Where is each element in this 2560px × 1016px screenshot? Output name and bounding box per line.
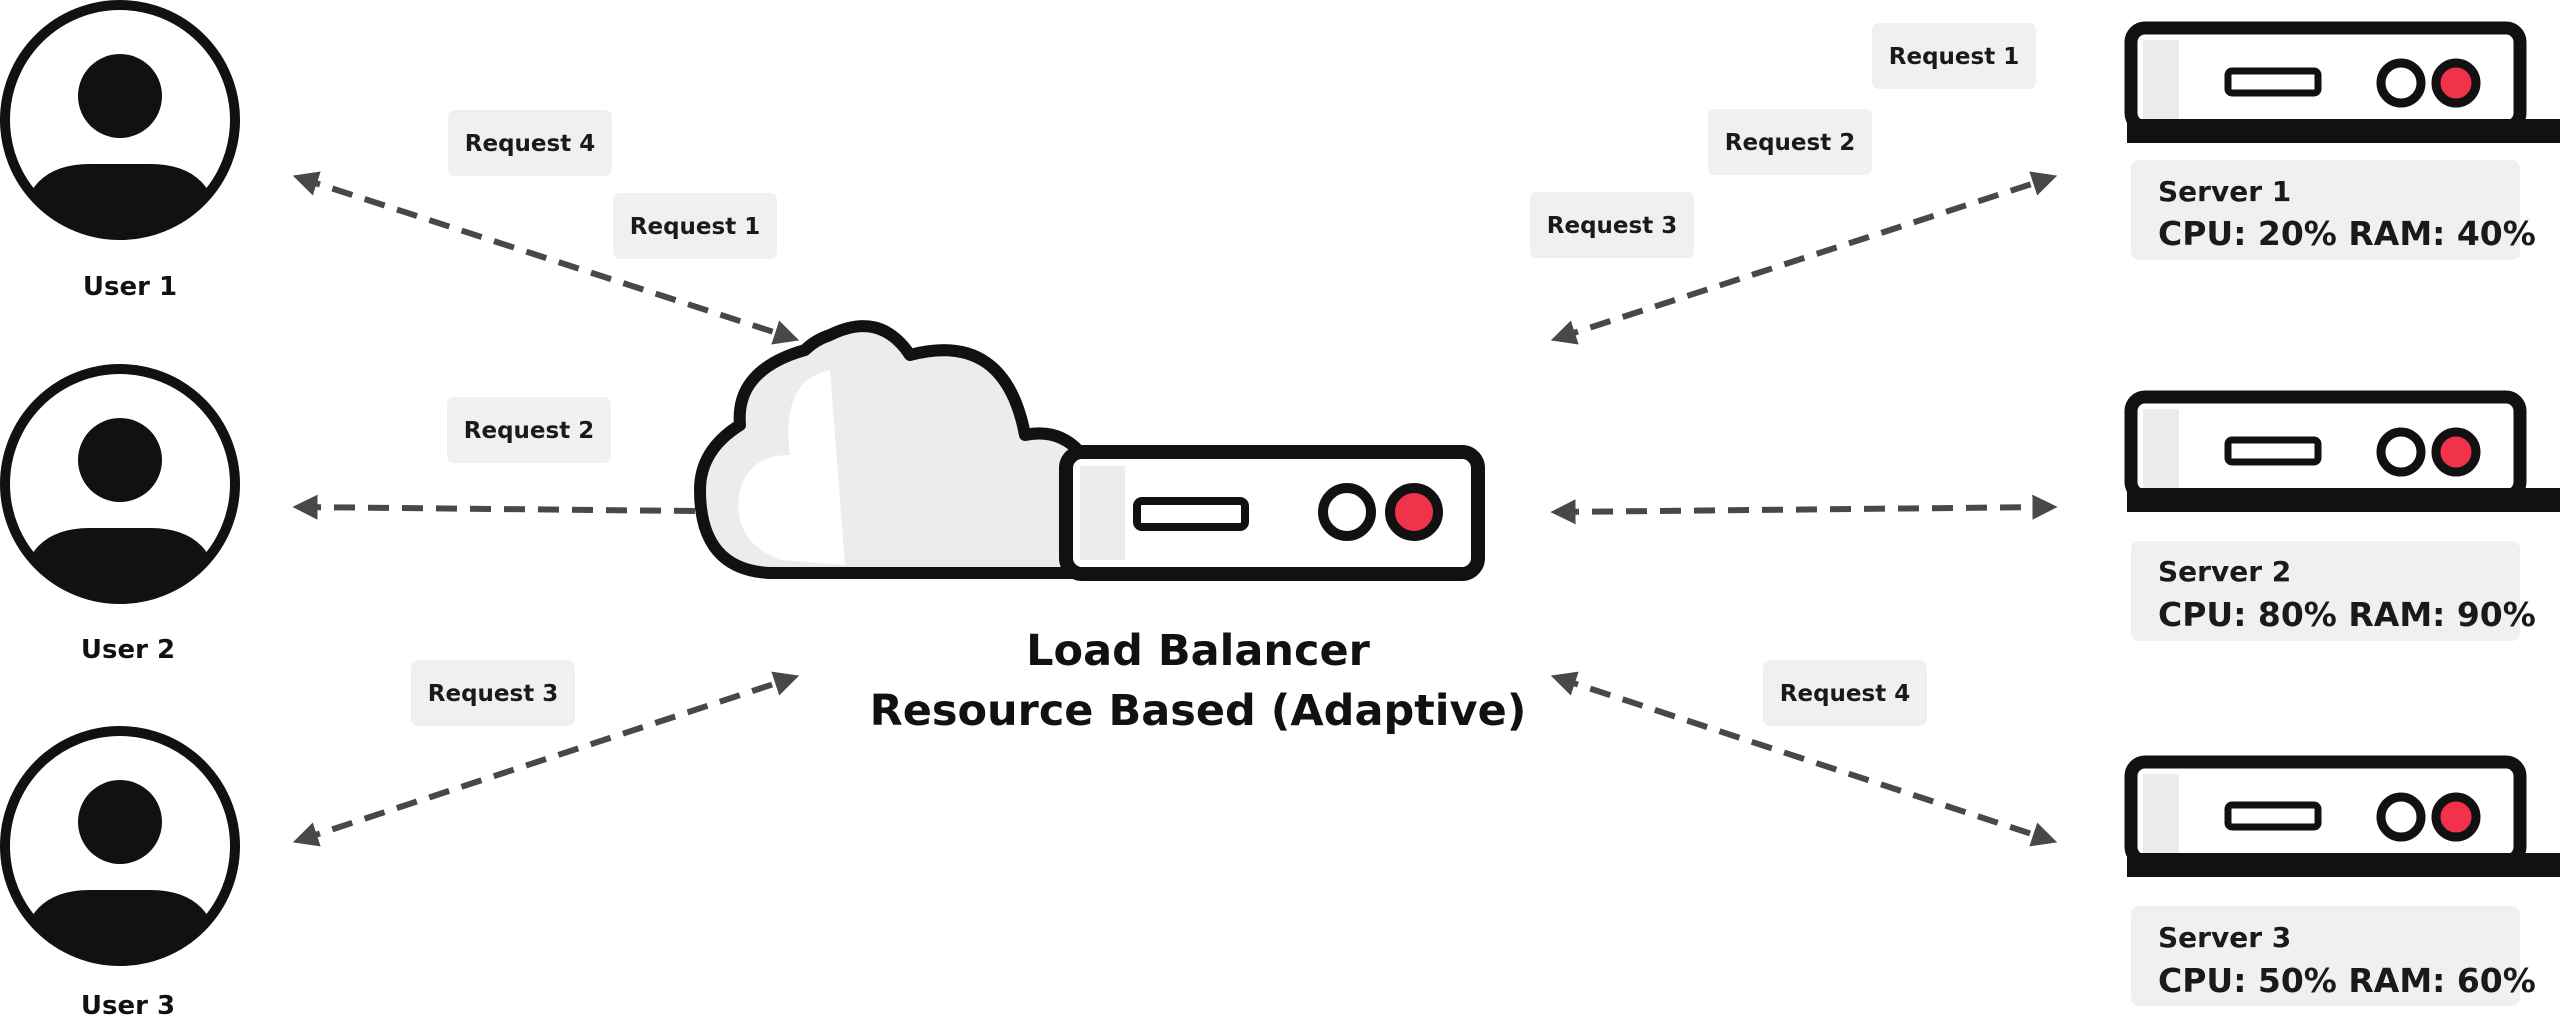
server-info-card	[2131, 160, 2520, 260]
request-tag: Request 4	[1763, 660, 1927, 726]
user-avatar-icon	[0, 364, 240, 604]
request-tag: Request 1	[613, 193, 777, 259]
server-info-card	[2131, 541, 2520, 641]
server-1-node: Server 1 CPU: 20% RAM: 40%	[2124, 21, 2560, 260]
server-stats: CPU: 80% RAM: 90%	[2158, 595, 2536, 634]
request-tag: Request 2	[447, 397, 611, 463]
request-tag-label: Request 4	[465, 131, 595, 157]
request-tag-label: Request 3	[1547, 213, 1677, 239]
load-balancer-subtitle: Resource Based (Adaptive)	[870, 686, 1527, 736]
request-tag-label: Request 1	[630, 214, 760, 240]
user-1-link-arrow	[292, 171, 800, 345]
user-3-link-arrow	[292, 671, 800, 847]
request-tag: Request 3	[411, 660, 575, 726]
user-avatar-icon	[0, 0, 240, 240]
user-1-node: User 1	[0, 0, 240, 302]
server-stats: CPU: 50% RAM: 60%	[2158, 961, 2536, 1000]
server-2-link-arrow	[1550, 494, 2058, 525]
server-icon	[2124, 21, 2560, 143]
server-icon	[2124, 755, 2560, 877]
user-label: User 1	[83, 272, 177, 302]
server-stats: CPU: 20% RAM: 40%	[2158, 214, 2536, 253]
server-name: Server 3	[2158, 921, 2291, 954]
cloud-server-icon	[694, 320, 1485, 581]
request-tag-label: Request 3	[428, 681, 558, 707]
server-name: Server 1	[2158, 175, 2291, 208]
load-balancer-node: Load Balancer Resource Based (Adaptive)	[694, 320, 1527, 736]
load-balancer-title: Load Balancer	[1026, 626, 1371, 676]
request-tag: Request 1	[1872, 23, 2036, 89]
server-2-node: Server 2 CPU: 80% RAM: 90%	[2124, 390, 2560, 641]
user-3-node: User 3	[0, 726, 240, 1016]
server-3-node: Server 3 CPU: 50% RAM: 60%	[2124, 755, 2560, 1006]
server-name: Server 2	[2158, 555, 2291, 588]
request-tag-label: Request 2	[1725, 130, 1855, 156]
user-label: User 3	[81, 991, 175, 1016]
request-tag-label: Request 1	[1889, 44, 2019, 70]
server-1-link-arrow	[1550, 171, 2058, 345]
request-tag: Request 4	[448, 110, 612, 176]
server-info-card	[2131, 906, 2520, 1006]
request-tag-label: Request 2	[464, 418, 594, 444]
user-avatar-icon	[0, 726, 240, 966]
user-label: User 2	[81, 635, 175, 665]
user-2-node: User 2	[0, 364, 240, 665]
server-icon	[2124, 390, 2560, 512]
request-tag: Request 2	[1708, 109, 1872, 175]
request-tag: Request 3	[1530, 192, 1694, 258]
request-tag-label: Request 4	[1780, 681, 1910, 707]
server-3-link-arrow	[1550, 671, 2058, 847]
